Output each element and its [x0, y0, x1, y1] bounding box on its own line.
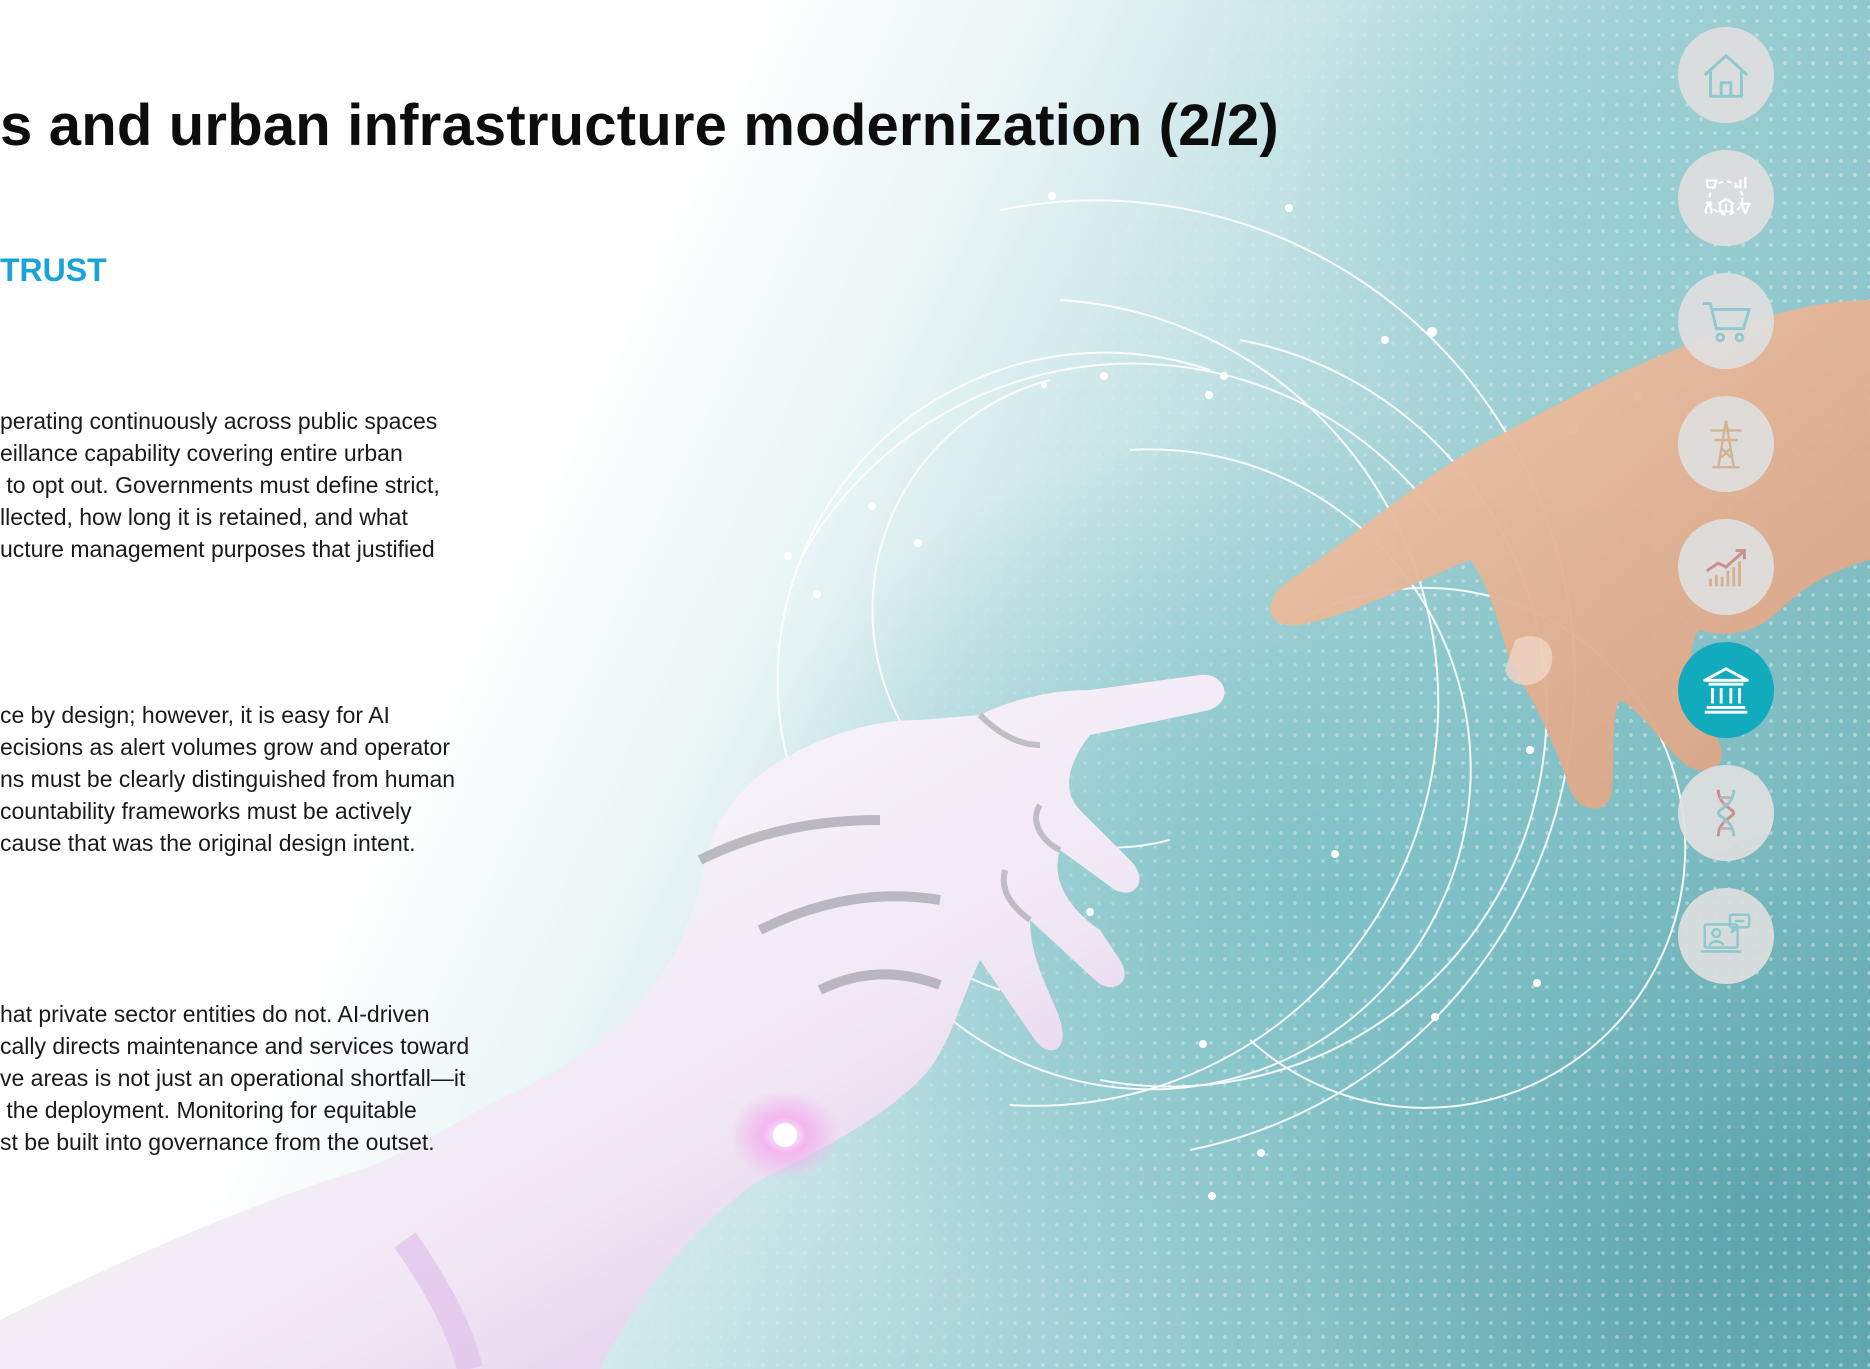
- growth-chart-icon: [1705, 549, 1746, 587]
- government-building-icon: [1703, 667, 1749, 714]
- section-subheading: TRUST: [0, 252, 107, 288]
- nav-telehealth-button[interactable]: [1678, 888, 1774, 984]
- robot-hand: [0, 674, 1225, 1369]
- nav-finance-button[interactable]: [1678, 519, 1774, 615]
- human-hand: [1270, 300, 1870, 809]
- shopping-cart-icon: [1702, 302, 1751, 343]
- paragraph-equity: hat private sector entities do not. AI-d…: [0, 1001, 470, 1155]
- dna-icon: [1716, 789, 1736, 837]
- nav-sectors-button[interactable]: [1678, 150, 1774, 246]
- power-tower-icon: [1710, 420, 1742, 469]
- nav-home-button[interactable]: [1678, 27, 1774, 123]
- nav-retail-button[interactable]: [1678, 273, 1774, 369]
- paragraph-privacy: perating continuously across public spac…: [0, 408, 440, 562]
- sectors-cycle-icon: [1704, 176, 1752, 216]
- telehealth-icon: [1700, 913, 1751, 953]
- house-icon: [1703, 54, 1749, 98]
- nav-energy-button[interactable]: [1678, 396, 1774, 492]
- nav-healthcare-button[interactable]: [1678, 765, 1774, 861]
- paragraph-accountability: ce by design; however, it is easy for AI…: [0, 702, 456, 856]
- nav-government-button[interactable]: [1678, 642, 1774, 738]
- slide-title: s and urban infrastructure modernization…: [0, 93, 1279, 158]
